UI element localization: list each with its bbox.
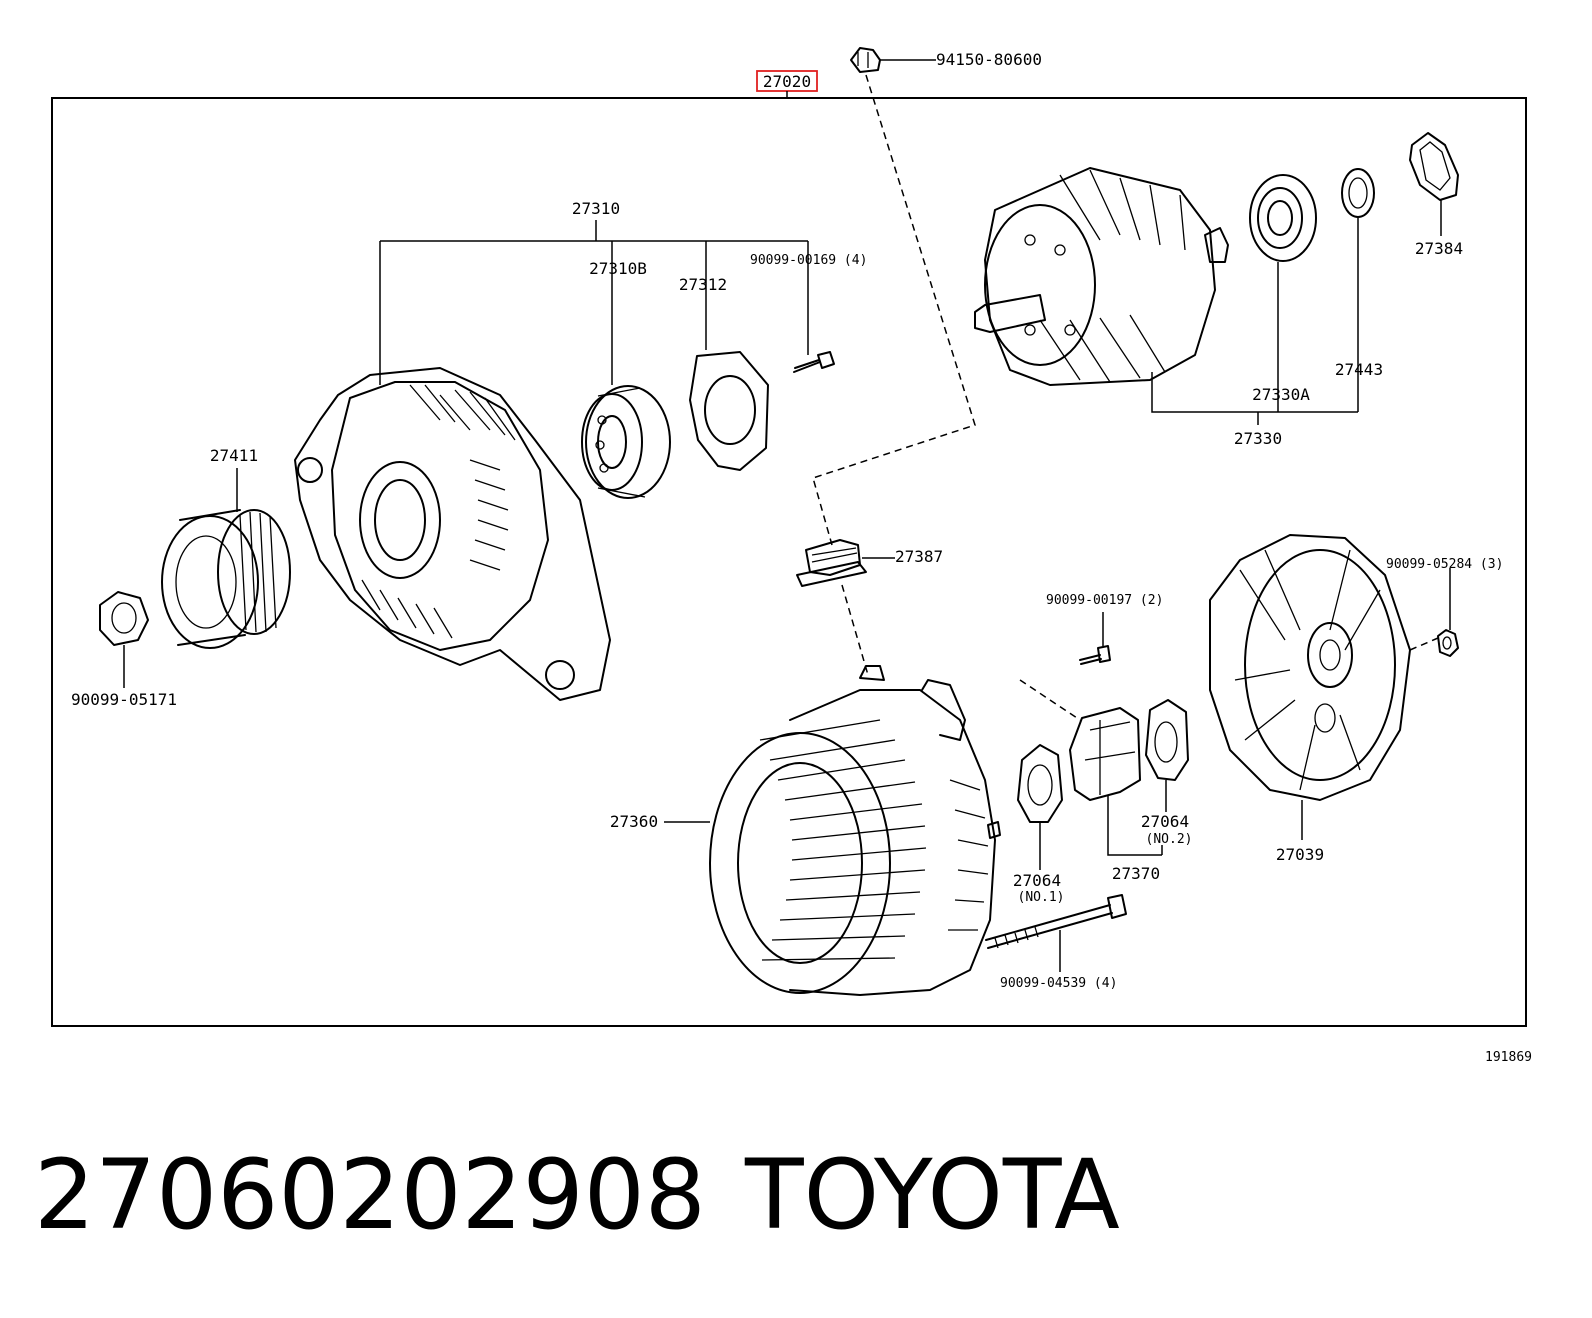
- label-90099-05171: 90099-05171: [71, 690, 177, 709]
- label-27312: 27312: [679, 275, 727, 294]
- assembly-dashed-line-3: [1019, 679, 1081, 721]
- part-27064-no1-gasket[interactable]: [1017, 744, 1063, 823]
- assembly-label-text: 27020: [763, 72, 811, 91]
- label-27370: 27370: [1112, 864, 1160, 883]
- part-27330-rotor[interactable]: [974, 167, 1229, 386]
- assembly-label-27020[interactable]: 27020: [756, 70, 818, 92]
- part-90099-05171-nut[interactable]: [99, 591, 149, 646]
- part-27039-rear-cover[interactable]: [1209, 534, 1411, 801]
- label-27443: 27443: [1335, 360, 1383, 379]
- footer-brand: TOYOTA: [745, 1139, 1120, 1251]
- part-90099-05284-nut[interactable]: [1437, 629, 1459, 657]
- part-90099-04539-bolt[interactable]: [985, 894, 1127, 949]
- part-27310B-bearing[interactable]: [581, 385, 671, 499]
- label-90099-04539: 90099-04539 (4): [1000, 976, 1117, 991]
- footer-part-number: 27060202908: [34, 1139, 706, 1251]
- label-27310B: 27310B: [589, 259, 647, 278]
- label-27064-no1: 27064: [1013, 871, 1061, 890]
- part-27330A-bearing[interactable]: [1249, 174, 1317, 262]
- part-27312-retainer-plate[interactable]: [689, 351, 769, 471]
- label-27387: 27387: [895, 547, 943, 566]
- label-27064-no1-sub: (NO.1): [1018, 890, 1065, 905]
- assembly-dashed-line-4: [1409, 637, 1439, 651]
- part-90099-00197-screw[interactable]: [1079, 645, 1111, 665]
- part-27360-rectifier-end-frame[interactable]: [709, 665, 1001, 996]
- part-27384-cover[interactable]: [1409, 132, 1459, 201]
- label-27330A: 27330A: [1252, 385, 1310, 404]
- label-27310: 27310: [572, 199, 620, 218]
- part-27370-brush-holder[interactable]: [1069, 707, 1141, 801]
- label-94150-80600: 94150-80600: [936, 50, 1042, 69]
- part-27064-no2-gasket[interactable]: [1145, 699, 1189, 781]
- part-94150-80600[interactable]: [850, 47, 881, 73]
- label-27360: 27360: [610, 812, 658, 831]
- part-27387-grommet[interactable]: [796, 539, 867, 587]
- assembly-dashed-line-2: [841, 584, 869, 676]
- part-27443-washer[interactable]: [1341, 168, 1375, 218]
- label-90099-00169: 90099-00169 (4): [750, 253, 867, 268]
- label-27411: 27411: [210, 446, 258, 465]
- part-90099-00169-screw[interactable]: [793, 351, 835, 373]
- label-90099-05284: 90099-05284 (3): [1386, 557, 1503, 572]
- label-27039: 27039: [1276, 845, 1324, 864]
- diagram-frame: [51, 97, 1527, 1027]
- part-27411-pulley[interactable]: [161, 509, 291, 649]
- label-27330: 27330: [1234, 429, 1282, 448]
- label-27064-no2-sub: (NO.2): [1146, 832, 1193, 847]
- assembly-dashed-line: [812, 74, 976, 546]
- exploded-parts-diagram: 27020 94150-80600 27310 27310B 27312 900…: [51, 47, 1532, 1065]
- part-27310-drive-end-frame[interactable]: [294, 367, 611, 701]
- label-90099-00197: 90099-00197 (2): [1046, 593, 1163, 608]
- label-27384: 27384: [1415, 239, 1463, 258]
- figure-id: 191869: [1485, 1050, 1532, 1065]
- label-27064-no2: 27064: [1141, 812, 1189, 831]
